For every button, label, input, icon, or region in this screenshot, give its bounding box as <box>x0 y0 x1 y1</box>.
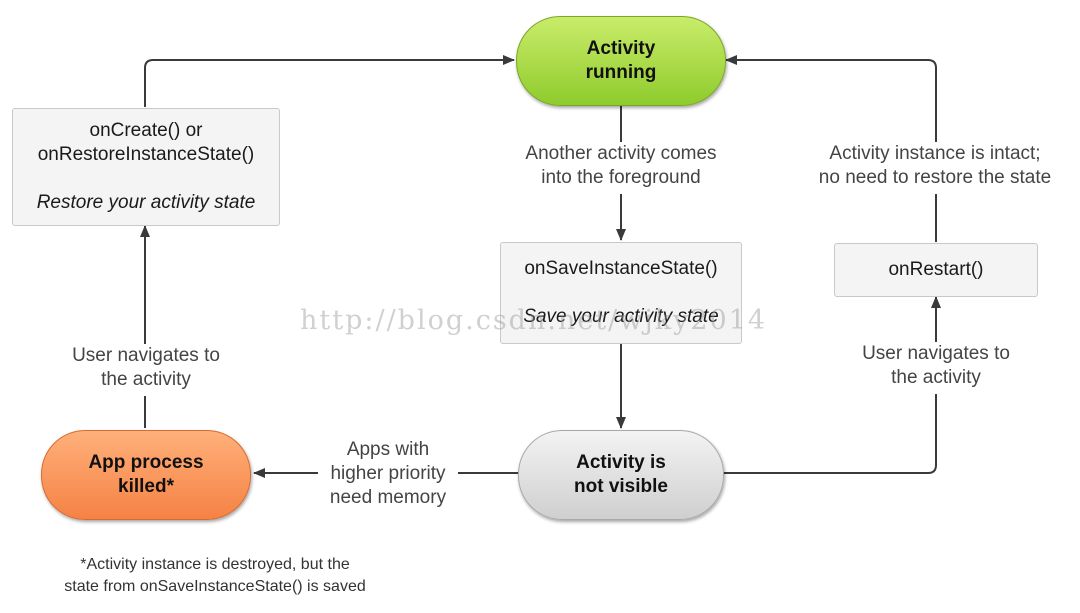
label-instance-intact: Activity instance is intact; no need to … <box>802 142 1068 194</box>
label-navigates-left-line1: User navigates to <box>72 345 220 366</box>
label-navigates-left-line2: the activity <box>101 369 191 390</box>
node-onrestart-line1: onRestart() <box>888 259 984 280</box>
label-navigates-right-line1: User navigates to <box>862 343 1010 364</box>
node-oncreate-line1: onCreate() or <box>89 120 203 141</box>
footnote-line2: state from onSaveInstanceState() is save… <box>64 578 366 595</box>
node-oncreate-desc: Restore your activity state <box>36 192 256 213</box>
node-oncreate-line2: onRestoreInstanceState() <box>37 144 255 165</box>
watermark-text: http://blog.csdn.net/wjky2014 <box>300 305 768 336</box>
node-onsave-line1: onSaveInstanceState() <box>524 258 718 279</box>
label-memory-line3: need memory <box>329 487 447 508</box>
node-killed-line1: App process <box>88 452 204 473</box>
label-intact-line1: Activity instance is intact; <box>829 143 1041 164</box>
node-running-line1: Activity <box>586 38 656 59</box>
label-memory-line2: higher priority <box>330 463 446 484</box>
node-running-line2: running <box>585 62 657 83</box>
label-need-memory: Apps with higher priority need memory <box>318 438 458 512</box>
label-navigates-left: User navigates to the activity <box>56 344 236 396</box>
label-intact-line2: no need to restore the state <box>818 167 1052 188</box>
arrow-notvisible-to-onrestart <box>722 296 941 474</box>
label-foreground: Another activity comes into the foregrou… <box>508 142 734 194</box>
footnote: *Activity instance is destroyed, but the… <box>20 554 410 598</box>
arrow-oncreate-to-running <box>144 55 515 107</box>
node-oncreate-box: onCreate() or onRestoreInstanceState() R… <box>12 108 280 226</box>
label-navigates-right: User navigates to the activity <box>846 342 1026 394</box>
node-onsave-box: onSaveInstanceState() Save your activity… <box>500 242 742 344</box>
footnote-line1: *Activity instance is destroyed, but the <box>80 556 350 573</box>
node-not-visible-line1: Activity is <box>576 452 666 473</box>
node-app-process-killed: App process killed* <box>41 430 251 520</box>
arrow-onrestart-to-running <box>725 55 937 242</box>
label-foreground-line1: Another activity comes <box>525 143 717 164</box>
label-memory-line1: Apps with <box>346 439 430 460</box>
node-activity-running: Activity running <box>516 16 726 106</box>
node-onsave-desc: Save your activity state <box>523 306 719 327</box>
node-not-visible-line2: not visible <box>574 476 668 497</box>
node-activity-not-visible: Activity is not visible <box>518 430 724 520</box>
label-foreground-line2: into the foreground <box>541 167 701 188</box>
label-navigates-right-line2: the activity <box>891 367 981 388</box>
node-killed-line2: killed* <box>118 476 174 497</box>
node-onrestart-box: onRestart() <box>834 243 1038 297</box>
